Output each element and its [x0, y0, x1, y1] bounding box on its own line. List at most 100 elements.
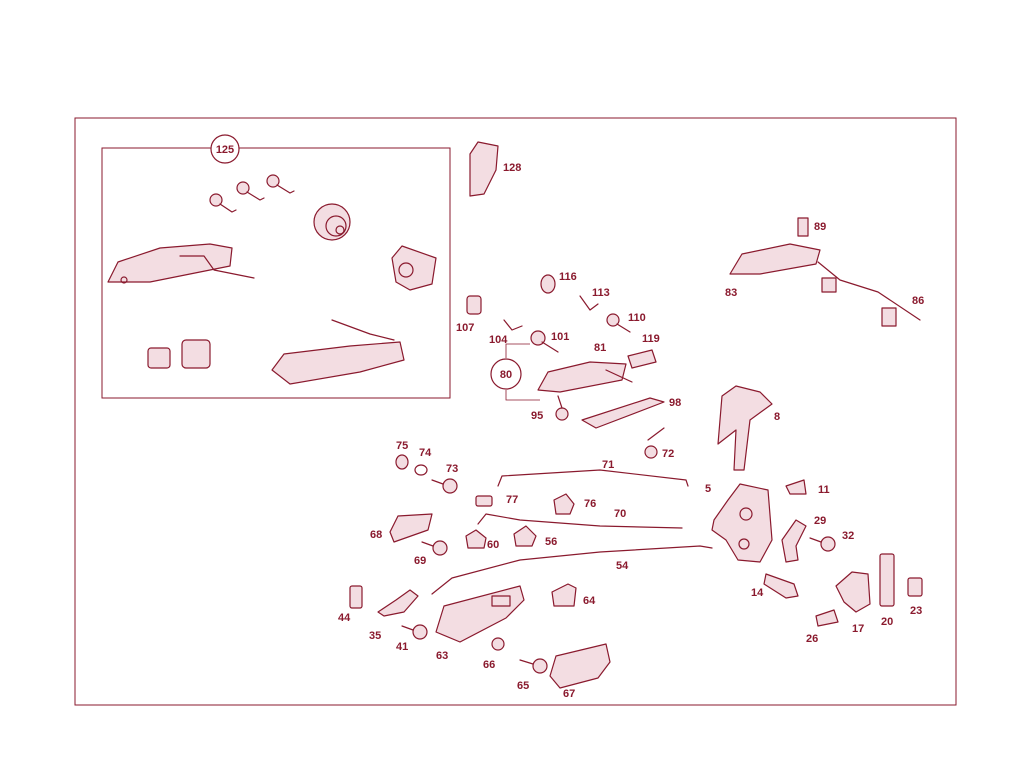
- screw-69-icon: [421, 540, 448, 556]
- bushing-56-icon: [513, 525, 537, 547]
- screw-73-icon: [431, 478, 458, 494]
- label-76: 76: [584, 498, 596, 510]
- label-128: 128: [503, 162, 521, 174]
- door-handle-icon: [107, 243, 255, 284]
- label-23: 23: [910, 605, 922, 617]
- rod-54-icon: [431, 545, 713, 595]
- screw-41-icon: [401, 624, 428, 640]
- label-66: 66: [483, 659, 495, 671]
- striker-17-icon: [835, 571, 871, 613]
- clip-66-icon: [491, 637, 505, 651]
- diagram-frame: [74, 117, 957, 706]
- bushing-76-icon: [553, 493, 575, 515]
- label-74: 74: [419, 447, 432, 459]
- clip-104-icon: [503, 319, 523, 331]
- bracket-44-icon: [349, 585, 363, 609]
- cover-67-icon: [549, 643, 611, 689]
- spring-icon: [797, 217, 809, 237]
- lever-72-icon: [644, 427, 665, 459]
- label-116: 116: [559, 271, 577, 283]
- label-70: 70: [614, 508, 626, 520]
- label-20: 20: [881, 616, 893, 628]
- bolt-14-icon: [763, 573, 799, 599]
- label-63: 63: [436, 650, 448, 662]
- label-77: 77: [506, 494, 518, 506]
- bushing-60-icon: [465, 529, 487, 549]
- label-35: 35: [369, 630, 381, 642]
- screw-32-icon: [809, 536, 836, 552]
- label-29: 29: [814, 515, 826, 527]
- washer-75-icon: [395, 454, 409, 470]
- label-60: 60: [487, 539, 499, 551]
- label-5: 5: [705, 483, 711, 495]
- label-83: 83: [725, 287, 737, 299]
- key-110-icon: [606, 313, 631, 333]
- label-113: 113: [592, 287, 610, 299]
- lock-cylinder-icon: [313, 203, 351, 241]
- trim-68-icon: [389, 513, 433, 543]
- label-71: 71: [602, 459, 614, 471]
- pin-113-icon: [579, 295, 599, 311]
- screw-26-icon: [815, 609, 839, 627]
- label-17: 17: [852, 623, 864, 635]
- label-26: 26: [806, 633, 818, 645]
- group-label: 125: [216, 144, 234, 156]
- screw-11-icon: [785, 479, 807, 495]
- grommet-icon: [466, 295, 482, 315]
- label-54: 54: [616, 560, 629, 572]
- label-11: 11: [818, 484, 830, 496]
- bracket-8-icon: [717, 385, 773, 471]
- label-44: 44: [338, 612, 351, 624]
- label-86: 86: [912, 295, 924, 307]
- label-81: 81: [594, 342, 606, 354]
- clip-74-icon: [414, 464, 428, 476]
- label-41: 41: [396, 641, 408, 653]
- label-107: 107: [456, 322, 474, 334]
- label-98: 98: [669, 397, 681, 409]
- washer-icon: [540, 274, 556, 294]
- label-104: 104: [489, 334, 508, 346]
- group-125-box: 125: [101, 134, 451, 399]
- bracket-29-icon: [781, 519, 807, 563]
- label-65: 65: [517, 680, 529, 692]
- plate-20-icon: [879, 553, 895, 607]
- label-67: 67: [563, 688, 575, 700]
- lock-housing-icon: [391, 245, 437, 291]
- clip-77-icon: [475, 495, 493, 507]
- plate-98-icon: [581, 397, 665, 429]
- callout-label: 80: [500, 369, 512, 381]
- part-128-icon: [469, 141, 499, 197]
- label-110: 110: [628, 312, 646, 324]
- lever-35-icon: [377, 589, 419, 617]
- barrel-icon: [147, 339, 211, 369]
- label-8: 8: [774, 411, 780, 423]
- label-73: 73: [446, 463, 458, 475]
- key-icon: [209, 174, 295, 213]
- label-101: 101: [551, 331, 569, 343]
- callout-80: 80: [490, 343, 540, 401]
- screw-95-icon: [555, 395, 569, 421]
- inner-handle-63-icon: [435, 585, 525, 643]
- label-72: 72: [662, 448, 674, 460]
- label-56: 56: [545, 536, 557, 548]
- label-14: 14: [751, 587, 764, 599]
- label-32: 32: [842, 530, 854, 542]
- key-101-icon: [530, 330, 559, 353]
- label-69: 69: [414, 555, 426, 567]
- label-119: 119: [642, 333, 660, 345]
- screw-119-icon: [627, 349, 657, 369]
- rod-71-icon: [497, 469, 689, 487]
- clip-64-icon: [551, 583, 577, 607]
- lock-mechanism-5-icon: [711, 483, 773, 563]
- handle-81-icon: [537, 361, 633, 393]
- screw-65-icon: [519, 658, 548, 674]
- rod-70-icon: [477, 513, 683, 529]
- label-64: 64: [583, 595, 596, 607]
- label-89: 89: [814, 221, 826, 233]
- door-handle-bottom-icon: [271, 319, 405, 385]
- label-75: 75: [396, 440, 408, 452]
- label-68: 68: [370, 529, 382, 541]
- handle-83-icon: [729, 243, 921, 327]
- label-95: 95: [531, 410, 543, 422]
